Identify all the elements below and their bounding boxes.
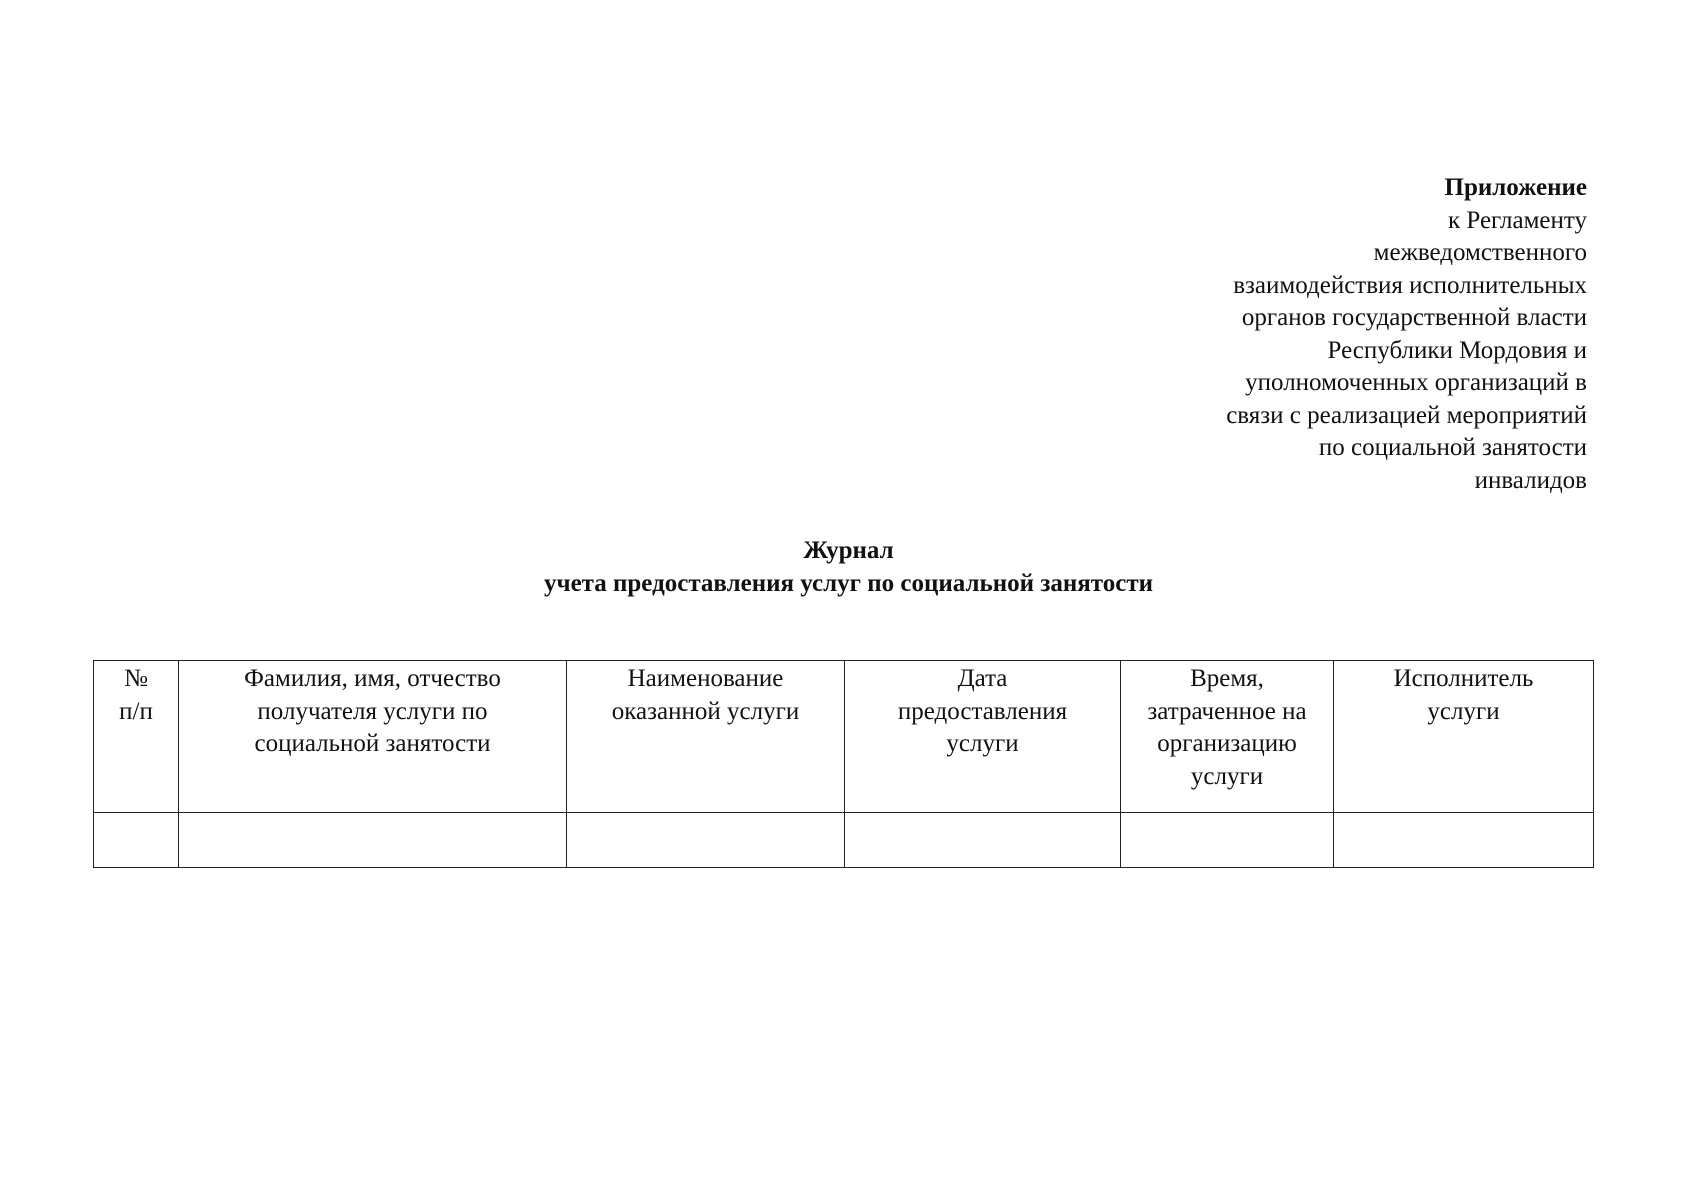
table-cell [178, 812, 567, 868]
appendix-line: взаимодействия исполнительных [1233, 271, 1587, 299]
column-header-number: № п/п [93, 660, 179, 813]
appendix-line: межведомственного [1373, 239, 1587, 266]
journal-table-header: № п/п Фамилия, имя, отчество получателя … [93, 660, 1594, 813]
journal-heading: Журнал учета предоставления услуг по соц… [0, 534, 1705, 600]
column-header-service-date: Дата предоставления услуги [844, 660, 1121, 813]
journal-table: № п/п Фамилия, имя, отчество получателя … [93, 660, 1594, 868]
appendix-block: Приложение к Регламенту межведомственног… [1147, 172, 1587, 497]
appendix-line: органов государственной власти [1241, 304, 1587, 331]
column-header-service-name: Наименование оказанной услуги [566, 660, 845, 813]
column-header-recipient-name: Фамилия, имя, отчество получателя услуги… [178, 660, 567, 813]
appendix-line: инвалидов [1474, 466, 1587, 494]
column-header-time-spent: Время, затраченное на организацию услуги [1120, 660, 1334, 813]
table-cell [1120, 812, 1334, 868]
appendix-line: Республики Мордовия и [1327, 336, 1587, 364]
appendix-title: Приложение [1444, 174, 1587, 201]
appendix-line: к Регламенту [1447, 206, 1587, 234]
table-cell [566, 812, 845, 868]
appendix-line: уполномоченных организаций в [1245, 369, 1587, 396]
table-row [93, 812, 1594, 868]
journal-subtitle: учета предоставления услуг по социальной… [543, 570, 1154, 597]
journal-title: Журнал [803, 537, 894, 564]
table-cell [844, 812, 1121, 868]
table-cell [1333, 812, 1594, 868]
table-cell [93, 812, 179, 868]
journal-table-body [93, 812, 1594, 868]
column-header-executor: Исполнитель услуги [1333, 660, 1594, 813]
table-header-row: № п/п Фамилия, имя, отчество получателя … [93, 660, 1594, 813]
appendix-line: по социальной занятости [1318, 434, 1587, 461]
appendix-line: связи с реализацией мероприятий [1226, 401, 1587, 429]
